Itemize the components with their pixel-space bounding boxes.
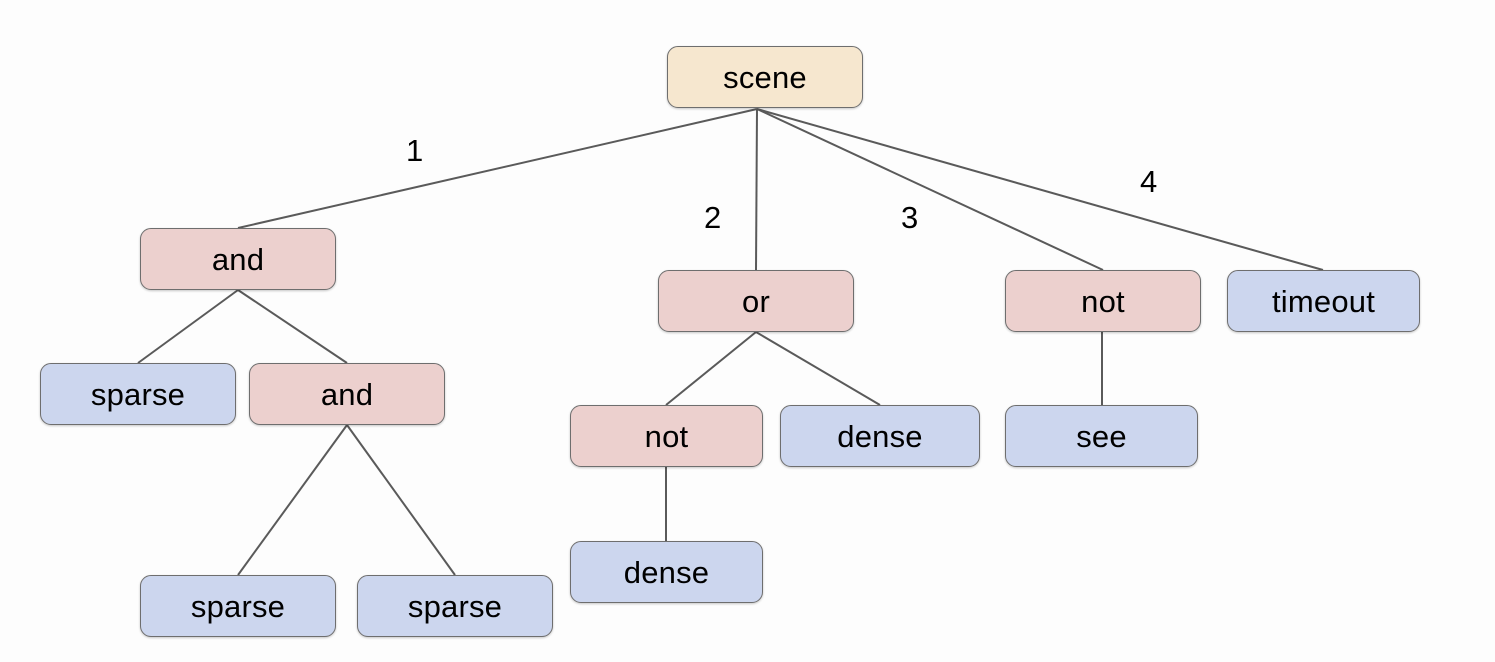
edge-scene-to-and1 [237,108,758,229]
node-sparse3[interactable]: sparse [357,575,553,637]
node-label: scene [723,59,807,95]
node-scene[interactable]: scene [667,46,863,108]
node-label: timeout [1271,283,1376,319]
node-or1[interactable]: or [658,270,854,332]
node-sparse2[interactable]: sparse [140,575,336,637]
node-sparse1[interactable]: sparse [40,363,236,425]
edge-or1-to-not2 [665,331,757,406]
node-label: not [1081,283,1125,319]
node-see[interactable]: see [1005,405,1198,467]
edge-and1-to-and2 [237,289,348,364]
edge-and2-to-sparse3 [346,424,456,576]
node-label: and [320,376,374,412]
node-not1[interactable]: not [1005,270,1201,332]
edge-label-4: 4 [1140,164,1158,199]
node-label: see [1076,418,1127,454]
edge-label-1: 1 [406,133,424,168]
node-timeout[interactable]: timeout [1227,270,1420,332]
edge-and1-to-sparse1 [137,289,239,364]
node-label: and [211,241,265,277]
node-label: not [644,418,689,454]
node-label: sparse [190,588,286,624]
edge-and2-to-sparse2 [237,424,348,576]
edge-scene-to-timeout [756,108,1324,271]
node-dense1[interactable]: dense [780,405,980,467]
node-dense2[interactable]: dense [570,541,763,603]
edge-label-3: 3 [901,200,919,235]
node-and2[interactable]: and [249,363,445,425]
edge-label-2: 2 [704,200,722,235]
node-label: sparse [407,588,503,624]
edge-scene-to-or1 [755,108,758,271]
node-label: or [742,283,770,319]
edge-scene-to-not1 [756,108,1104,271]
node-label: dense [623,554,710,590]
node-label: sparse [90,376,186,412]
node-label: dense [837,418,923,454]
edge-or1-to-dense1 [755,331,881,406]
node-and1[interactable]: and [140,228,336,290]
node-not2[interactable]: not [570,405,763,467]
